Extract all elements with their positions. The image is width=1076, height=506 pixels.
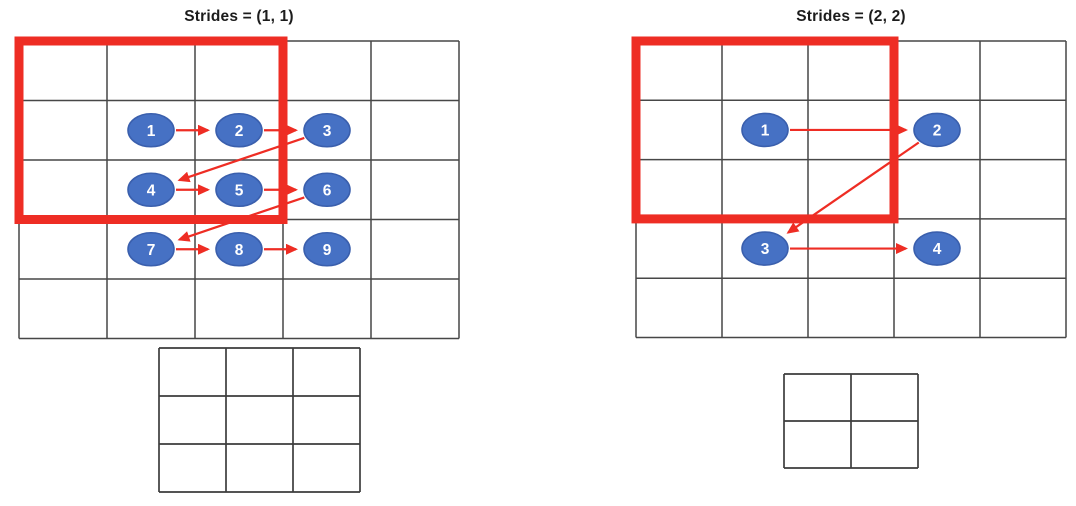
- kernel-position-node-0-8: 8: [215, 231, 263, 267]
- diagram-title-strides-1-1: Strides = (1, 1): [184, 8, 294, 25]
- kernel-position-node-0-3: 3: [303, 112, 351, 148]
- node-label: 6: [323, 182, 332, 199]
- node-label: 8: [235, 242, 244, 259]
- node-circle: [303, 112, 351, 148]
- node-label: 3: [323, 123, 332, 140]
- kernel-position-node-0-2: 2: [215, 112, 263, 148]
- node-label: 4: [933, 241, 942, 258]
- kernel-position-node-0-6: 6: [303, 172, 351, 208]
- node-label: 9: [323, 242, 332, 259]
- node-label: 1: [761, 122, 770, 139]
- output-grid-1: [783, 373, 919, 469]
- node-circle: [215, 112, 263, 148]
- node-label: 2: [933, 122, 942, 139]
- output-grid-0-lines: [158, 347, 361, 493]
- kernel-position-node-0-5: 5: [215, 172, 263, 208]
- node-label: 5: [235, 182, 244, 199]
- node-label: 7: [147, 242, 156, 259]
- node-circle: [913, 112, 961, 148]
- kernel-position-node-1-3: 3: [741, 231, 789, 266]
- node-circle: [127, 172, 175, 208]
- output-grid-0: [158, 347, 361, 493]
- flow-arrow-0-2: [177, 136, 305, 183]
- node-circle: [127, 112, 175, 148]
- diagram-title-strides-2-2: Strides = (2, 2): [796, 8, 906, 25]
- node-circle: [913, 231, 961, 266]
- output-grid-1-lines: [783, 373, 919, 469]
- kernel-position-node-1-2: 2: [913, 112, 961, 148]
- kernel-position-node-0-1: 1: [127, 112, 175, 148]
- node-label: 1: [147, 123, 156, 140]
- node-circle: [303, 231, 351, 267]
- kernel-position-node-0-4: 4: [127, 172, 175, 208]
- node-circle: [127, 231, 175, 267]
- flow-arrow-0-5: [177, 196, 305, 242]
- node-label: 3: [761, 241, 770, 258]
- node-label: 4: [147, 182, 156, 199]
- kernel-position-node-0-7: 7: [127, 231, 175, 267]
- node-circle: [741, 112, 789, 148]
- kernel-position-node-1-1: 1: [741, 112, 789, 148]
- node-circle: [741, 231, 789, 266]
- kernel-position-node-1-4: 4: [913, 231, 961, 266]
- node-label: 2: [235, 123, 244, 140]
- kernel-position-node-0-9: 9: [303, 231, 351, 267]
- flow-arrow-1-1: [786, 141, 920, 234]
- node-circle: [215, 172, 263, 208]
- node-circle: [215, 231, 263, 267]
- node-circle: [303, 172, 351, 208]
